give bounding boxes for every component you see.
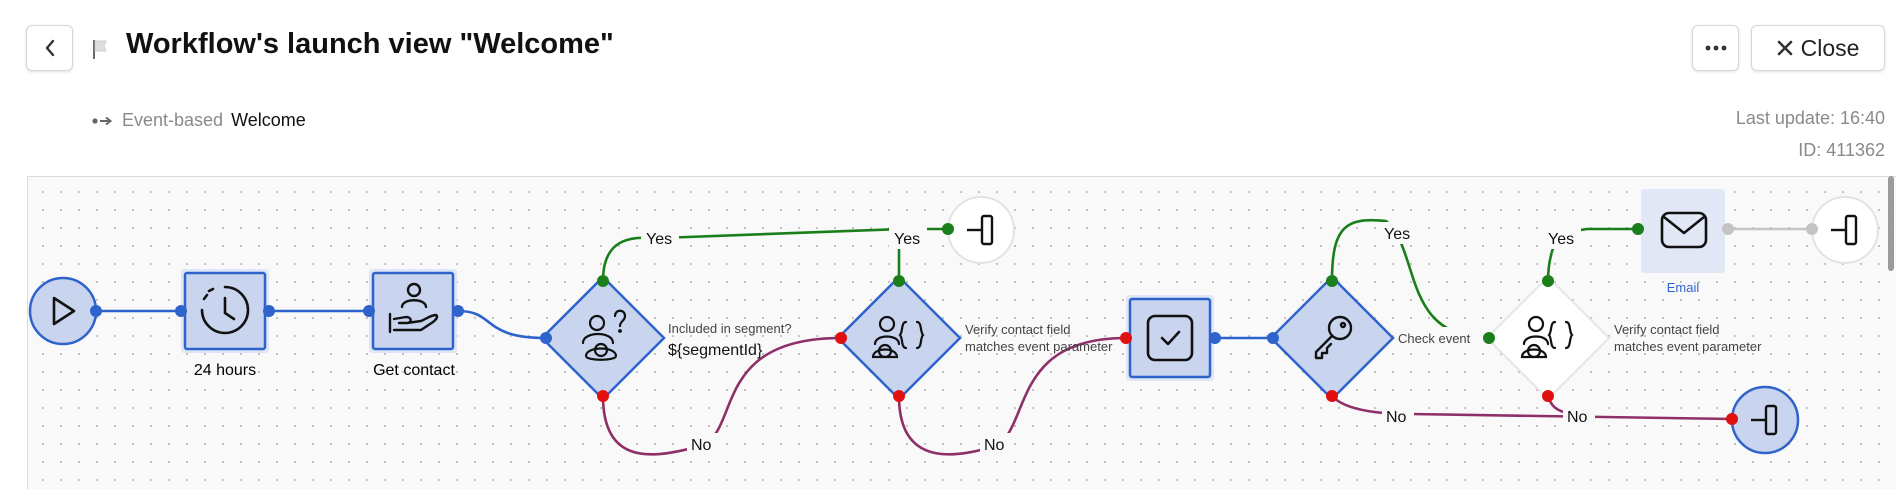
end-node-1[interactable] <box>947 196 1015 264</box>
end-node-3[interactable] <box>1730 385 1800 455</box>
contact-hand-icon <box>388 282 439 334</box>
exit-icon <box>1751 404 1778 436</box>
edge-label-no-1: No <box>691 437 712 454</box>
more-icon <box>1705 45 1726 51</box>
last-update: Last update: 16:40 <box>1735 108 1885 128</box>
edge-label-yes-2: Yes <box>894 231 920 248</box>
flag-icon <box>93 40 107 59</box>
exit-icon <box>1831 214 1858 246</box>
close-button-label: Close <box>1800 34 1860 61</box>
edge-label-yes-4: Yes <box>1548 231 1574 248</box>
checkbox-icon <box>1146 314 1194 362</box>
edge-label-no-3: No <box>1386 409 1407 426</box>
clock-icon <box>200 285 250 335</box>
trigger-name: Welcome <box>231 110 306 130</box>
start-node[interactable] <box>28 276 98 346</box>
trigger-info: Event-based Welcome <box>92 110 306 131</box>
end-node-2[interactable] <box>1811 196 1879 264</box>
trigger-type: Event-based <box>122 110 224 130</box>
users-braces-icon <box>1520 315 1574 359</box>
verify-field2-label-line2: matches event parameter <box>1614 339 1762 354</box>
envelope-icon <box>1660 211 1708 249</box>
connector-dots <box>90 223 1818 425</box>
workflow-canvas[interactable]: Yes Yes Yes Yes No No No No 24 hours <box>27 176 1896 489</box>
canvas-scrollbar[interactable] <box>1888 176 1894 271</box>
close-icon <box>1777 40 1792 56</box>
workflow-diagram: Yes Yes Yes Yes No No No No 24 hours <box>28 189 1879 456</box>
segment-check-node[interactable] <box>540 275 666 401</box>
task-node[interactable] <box>1126 295 1214 381</box>
page-title: Workflow's launch view "Welcome" <box>126 28 614 60</box>
segment-check-param: ${segmentId} <box>668 342 763 359</box>
edge-contact-segment <box>457 309 547 340</box>
back-button[interactable] <box>26 25 73 71</box>
email-label: Email <box>1667 280 1700 295</box>
check-event-label: Check event <box>1398 331 1471 346</box>
event-arrow-icon <box>92 116 113 125</box>
verify-field-node[interactable] <box>836 275 962 401</box>
verify-field-label-line2: matches event parameter <box>965 339 1113 354</box>
key-icon <box>1314 315 1353 360</box>
verify-field-label-line1: Verify contact field <box>965 322 1071 337</box>
verify-field-node-2[interactable] <box>1485 275 1611 401</box>
get-contact-node[interactable] <box>369 269 457 353</box>
get-contact-label: Get contact <box>373 362 455 379</box>
close-button[interactable]: Close <box>1751 25 1885 71</box>
chevron-left-icon <box>45 39 54 57</box>
workflow-id: ID: 411362 <box>1798 140 1885 160</box>
verify-field2-label-line1: Verify contact field <box>1614 322 1720 337</box>
delay-label: 24 hours <box>194 362 256 379</box>
segment-check-label: Included in segment? <box>668 321 792 336</box>
delay-node[interactable] <box>181 269 269 353</box>
exit-icon <box>967 214 994 246</box>
users-question-icon <box>581 309 627 361</box>
edge-label-no-4: No <box>1567 409 1588 426</box>
edge-label-yes-1: Yes <box>646 231 672 248</box>
edge-label-no-2: No <box>984 437 1005 454</box>
email-node[interactable] <box>1641 189 1725 273</box>
play-icon <box>52 296 76 326</box>
users-braces-icon <box>871 315 925 359</box>
check-event-node[interactable] <box>1269 275 1395 401</box>
more-options-button[interactable] <box>1692 25 1739 71</box>
edge-label-yes-3: Yes <box>1384 226 1410 243</box>
